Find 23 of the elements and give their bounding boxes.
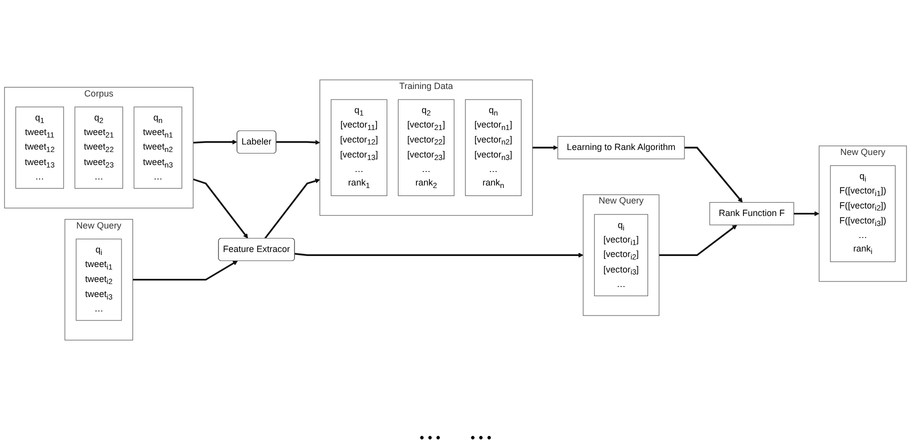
arrow	[659, 224, 738, 256]
arrow	[276, 140, 320, 145]
node-box: q$_{2}$ [vector$_{21}$] [vector$_{22}$] [vector$_{23}$] … rank$_{2}$	[398, 99, 454, 196]
node-box: q$_{n}$ [vector$_{n1}$] [vector$_{n2}$] [vector$_{n3}$] … rank$_{n}$	[465, 99, 522, 196]
arrow	[794, 211, 820, 216]
arrow	[294, 252, 584, 258]
node-box: q$_{i}$ [vector$_{i1}$] [vector$_{i2}$] [vector$_{i3}$] …	[594, 214, 648, 296]
node-box: q$_{n}$ tweet$_{n1}$ tweet$_{n2}$ tweet$_{n3}$ …	[134, 106, 182, 189]
node-box: q$_{i}$ F([vector$_{i1}$]) F([vector$_{i2}$]) F([vector$_{i3}$]) … rank$_{i}$	[830, 165, 896, 262]
arrow	[684, 146, 743, 203]
arrow	[264, 178, 320, 239]
node-box: q$_{2}$ tweet$_{21}$ tweet$_{22}$ tweet$_{23}$ …	[74, 106, 124, 189]
arrow	[132, 260, 238, 281]
node-box: Learning to Rank Algorithm	[558, 136, 685, 160]
ellipsis-label: • • •	[470, 430, 492, 445]
node-box: q$_{i}$ tweet$_{i1}$ tweet$_{i2}$ tweet$_{i3}$ …	[76, 238, 122, 321]
arrow	[192, 178, 248, 238]
node-box: Rank Function F	[709, 202, 794, 226]
ellipsis-label: • • •	[420, 430, 440, 445]
arrow	[193, 140, 238, 144]
arrow	[532, 145, 558, 150]
node-box: q$_{1}$ [vector$_{11}$] [vector$_{12}$] [vector$_{13}$] … rank$_{1}$	[330, 99, 388, 196]
node-box: q$_{1}$ tweet$_{11}$ tweet$_{12}$ tweet$_{13}$ …	[15, 106, 64, 189]
